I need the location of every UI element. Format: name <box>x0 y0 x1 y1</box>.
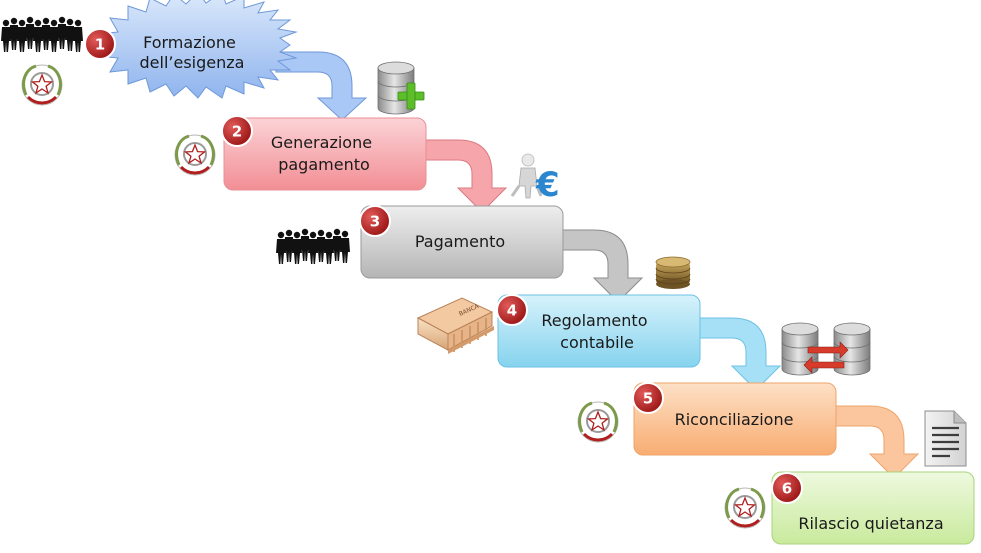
step-3: Pagamento 3 <box>359 205 564 279</box>
step-2-box <box>223 117 427 191</box>
document-icon <box>924 410 967 467</box>
step-4-box <box>497 294 701 368</box>
connector-arrow-1 <box>275 51 368 121</box>
emblem-icon <box>20 63 64 107</box>
step-4-badge: 4 <box>496 294 528 326</box>
step-4: Regolamento contabile 4 <box>496 294 701 368</box>
bank-icon: BANCA <box>416 297 494 354</box>
svg-text:1: 1 <box>95 36 105 54</box>
connector-arrow-3 <box>552 229 644 303</box>
step-6-badge: 6 <box>771 472 803 504</box>
step-3-label: Pagamento <box>415 232 505 251</box>
step-2-label: Generazione pagamento <box>271 133 377 174</box>
svg-text:2: 2 <box>232 123 242 141</box>
database-sync-icon <box>781 322 871 376</box>
emblem-icon <box>173 133 217 177</box>
step-5-badge: 5 <box>632 382 664 414</box>
connector-arrow-2 <box>415 139 508 213</box>
svg-text:4: 4 <box>507 302 517 320</box>
svg-text:6: 6 <box>782 480 792 498</box>
svg-text:3: 3 <box>370 213 380 231</box>
step-5-label: Riconciliazione <box>675 410 794 429</box>
step-2: Generazione pagamento 2 <box>221 115 427 191</box>
connector-arrow-5 <box>827 405 920 479</box>
connector-arrow-4 <box>689 317 782 391</box>
step-1: Formazione dell’esigenza 1 <box>84 0 298 99</box>
euro-man-icon: € <box>510 153 560 205</box>
step-1-label: Formazione dell’esigenza <box>140 33 245 72</box>
people-icon <box>1 16 83 52</box>
step-1-badge: 1 <box>84 28 116 60</box>
step-2-badge: 2 <box>221 115 253 147</box>
step-6-box <box>771 471 975 545</box>
step-6: Rilascio quietanza 6 <box>771 471 975 545</box>
svg-text:5: 5 <box>643 390 653 408</box>
people-icon <box>276 228 350 264</box>
svg-text:€: € <box>535 165 560 205</box>
step-6-label: Rilascio quietanza <box>798 514 943 533</box>
emblem-icon <box>723 486 767 530</box>
database-add-icon <box>377 61 425 115</box>
step-3-box <box>360 205 564 279</box>
step-4-label: Regolamento contabile <box>541 311 652 352</box>
coins-icon <box>655 256 691 289</box>
step-3-badge: 3 <box>359 205 391 237</box>
step-5: Riconciliazione 5 <box>632 382 837 456</box>
emblem-icon <box>576 400 620 444</box>
step-5-box <box>633 382 837 456</box>
